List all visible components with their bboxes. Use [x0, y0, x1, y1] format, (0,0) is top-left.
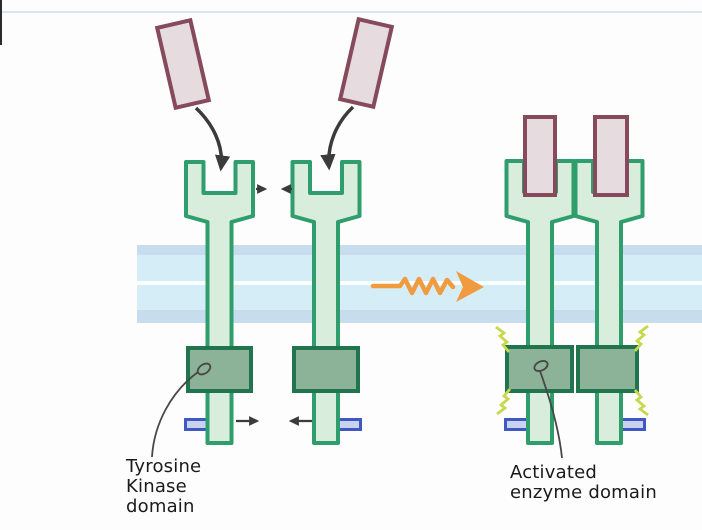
ligand-binding-arrow-1: [194, 106, 231, 172]
activation-spark-top-left: [495, 325, 511, 353]
activation-spark-top-right: [633, 324, 649, 352]
activated-enzyme-domain-right: [576, 345, 639, 393]
activated-enzyme-pointer-line: [539, 370, 563, 459]
activation-spark-bottom-right: [633, 389, 649, 417]
left-edge-mark: [0, 0, 2, 45]
receptor-monomer-2: [290, 160, 362, 445]
label-activated-enzyme-domain: Activated enzyme domain: [510, 463, 657, 503]
tyrosine-kinase-pointer-tip: [196, 362, 212, 376]
signal-arrowhead-icon: [456, 271, 484, 302]
receptor-monomer-1: [184, 160, 255, 445]
label-line: Kinase: [126, 476, 187, 497]
top-divider-line: [0, 11, 702, 13]
activation-spark-bottom-left: [496, 388, 512, 416]
membrane-outer-leaflet: [137, 245, 702, 255]
label-line: enzyme domain: [510, 482, 657, 503]
signal-zigzag-arrow: [370, 276, 456, 296]
tyrosine-kinase-domain-2: [292, 346, 360, 393]
activated-enzyme-domain-left: [505, 345, 574, 393]
membrane-inner-leaflet: [137, 310, 702, 323]
tyrosine-kinase-domain-1: [186, 346, 253, 393]
label-tyrosine-kinase-domain: Tyrosine Kinase domain: [126, 457, 201, 517]
tyrosine-kinase-pointer-line: [151, 371, 199, 458]
label-line: Tyrosine: [126, 456, 202, 477]
ligand-binding-arrow-2: [320, 105, 355, 171]
activated-enzyme-pointer-tip: [533, 360, 549, 372]
label-line: Activated: [510, 462, 597, 483]
bound-ligand-2: [593, 115, 629, 197]
label-line: domain: [126, 496, 195, 517]
bound-ligand-1: [523, 115, 557, 197]
